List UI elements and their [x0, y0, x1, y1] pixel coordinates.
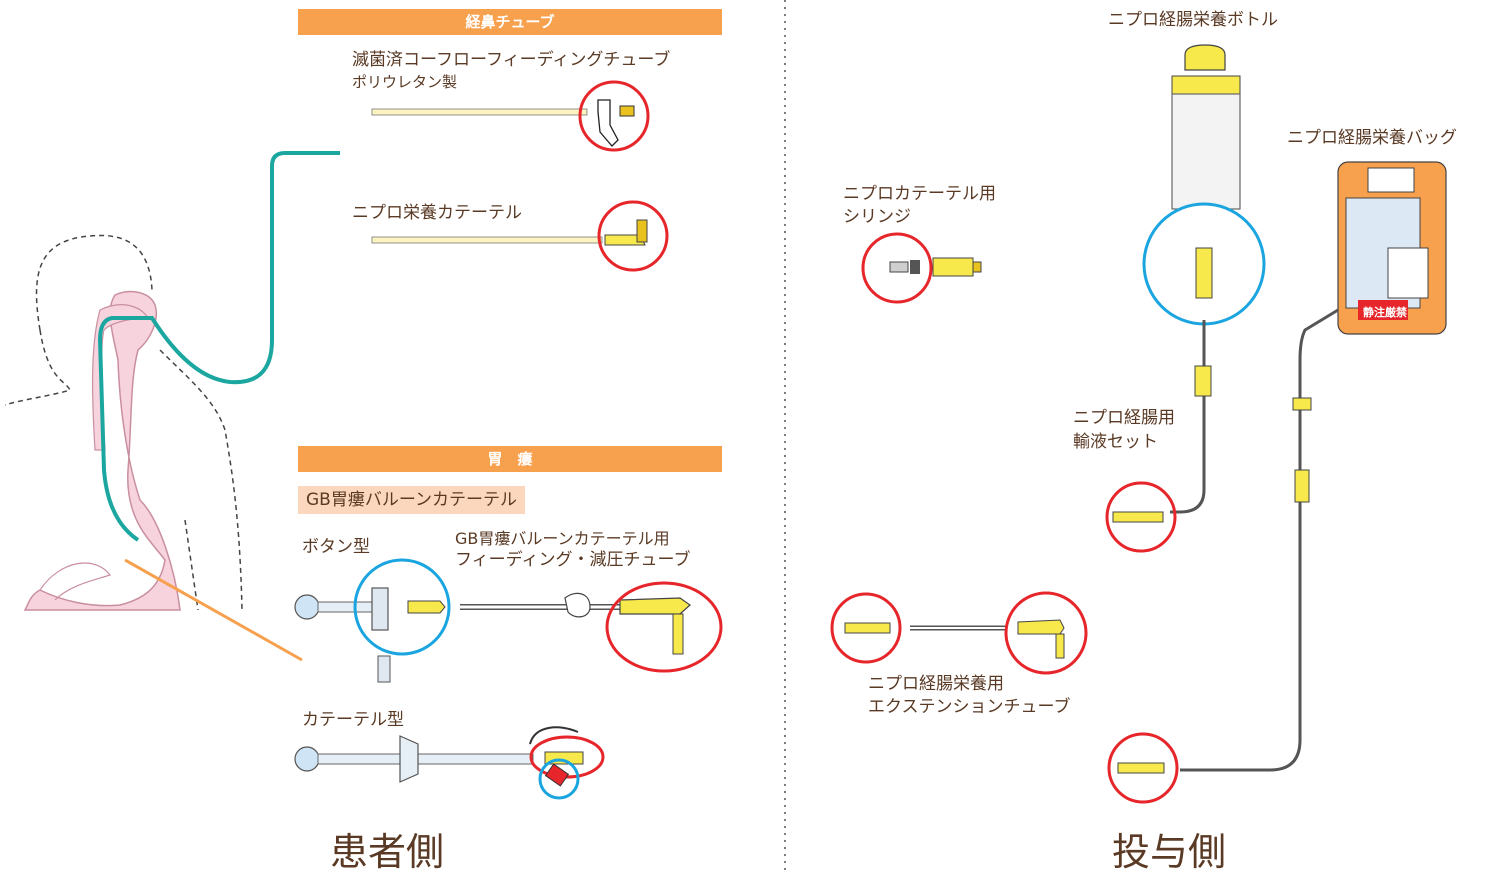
patient-side-label: 患者側 — [330, 830, 445, 874]
syringe-label-1: ニプロカテーテル用 — [843, 184, 996, 204]
nutrition-catheter-label: ニプロ栄養カテーテル — [352, 203, 522, 223]
sterile-tube-label-2: ポリウレタン製 — [352, 73, 458, 91]
feeding-tube-icon — [371, 80, 650, 152]
head-silhouette-icon — [4, 234, 243, 611]
connector-circle-icon — [861, 232, 933, 304]
feeding-tube-label-2: フィーディング・減圧チューブ — [455, 550, 691, 570]
extension-feeding-tube-icon — [460, 581, 723, 673]
button-circle-icon — [353, 558, 451, 656]
extension-label-1: ニプロ経腸栄養用 — [868, 674, 1004, 694]
button-type-label: ボタン型 — [302, 537, 370, 557]
extension-tube-icon — [830, 591, 1088, 675]
catheter-type-icon — [294, 726, 605, 800]
syringe-label-2: シリンジ — [843, 207, 911, 227]
admin-side-label: 投与側 — [1112, 830, 1227, 874]
connector-circle-icon — [1105, 481, 1177, 553]
nutrition-catheter-icon — [371, 200, 669, 272]
bag-label: ニプロ経腸栄養バッグ — [1287, 128, 1457, 148]
connector-circle-icon — [1107, 732, 1179, 804]
nasal-tube-line — [97, 151, 340, 542]
gastrostomy-header: 胃 瘻 — [298, 446, 722, 472]
bottle-label: ニプロ経腸栄養ボトル — [1108, 10, 1278, 30]
sterile-tube-label-1: 滅菌済コーフローフィーディングチューブ — [352, 50, 671, 70]
bottle-icon — [1105, 44, 1266, 553]
button-type-icon — [294, 558, 451, 683]
connector-circle-icon — [578, 80, 650, 152]
catheter-type-label: カテーテル型 — [302, 710, 404, 730]
nasal-header: 経鼻チューブ — [298, 9, 722, 35]
feeding-tube-label-1: GB胃瘻バルーンカテーテル用 — [455, 529, 670, 548]
connector-circle-icon — [597, 200, 669, 272]
bag-warning-text: 静注厳禁 — [1363, 305, 1407, 319]
extension-label-2: エクステンションチューブ — [868, 697, 1071, 717]
bag-icon: 静注厳禁 — [1107, 161, 1447, 804]
infusion-set-label-2: 輸液セット — [1073, 432, 1158, 452]
gastrostomy-pointer-line — [124, 558, 303, 662]
connector-circle-icon — [605, 581, 723, 673]
infusion-set-label-1: ニプロ経腸用 — [1073, 408, 1175, 428]
syringe-icon — [861, 232, 982, 304]
gb-balloon-label: GB胃瘻バルーンカテーテル — [298, 486, 525, 514]
